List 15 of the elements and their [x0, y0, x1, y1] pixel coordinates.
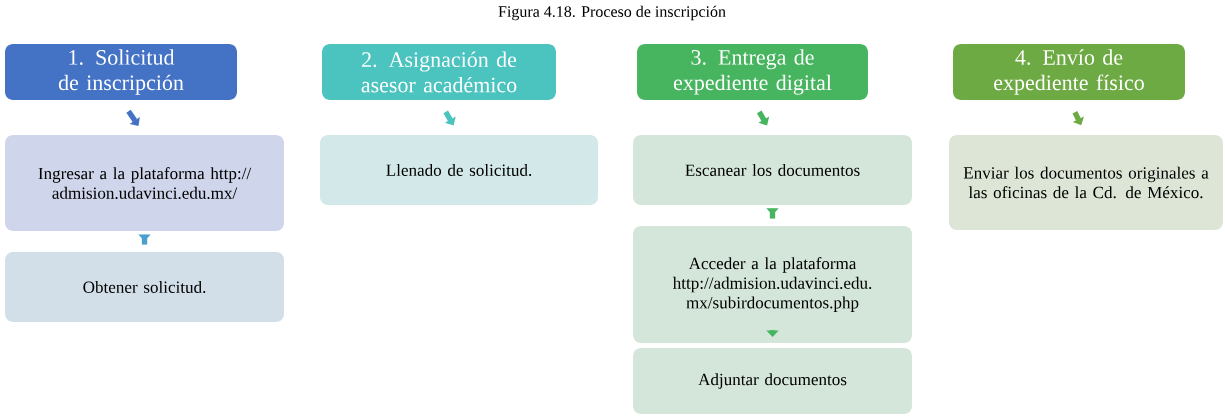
arrow: [126, 109, 140, 126]
figure-title: Figura 4.18. Proceso de inscripción: [498, 5, 726, 21]
step-box: Enviar los documentos originales a las oficinas de la Cd. de México.: [949, 135, 1223, 230]
header-box: 3. Entrega de expediente digital: [637, 44, 868, 100]
arrow: [756, 110, 770, 126]
step-box: Llenado de solicitud.: [320, 135, 598, 205]
step-box: Ingresar a la plataforma http://admision.udavinci.edu.mx/: [5, 135, 284, 231]
arrow: [443, 110, 456, 126]
step-box: Escanear los documentos: [633, 135, 912, 205]
header-box: 2. Asignación de asesor académico: [322, 44, 556, 100]
step-box: Adjuntar documentos: [633, 348, 912, 414]
header-box: 4. Envío de expediente físico: [953, 44, 1185, 100]
step-box: Obtener solicitud.: [5, 252, 284, 322]
header-box: 1. Solicitud de inscripción: [5, 44, 237, 100]
step-box: Acceder a la plataforma http://admision.udavinci.edu.mx/subirdocumentos.php: [633, 225, 912, 344]
